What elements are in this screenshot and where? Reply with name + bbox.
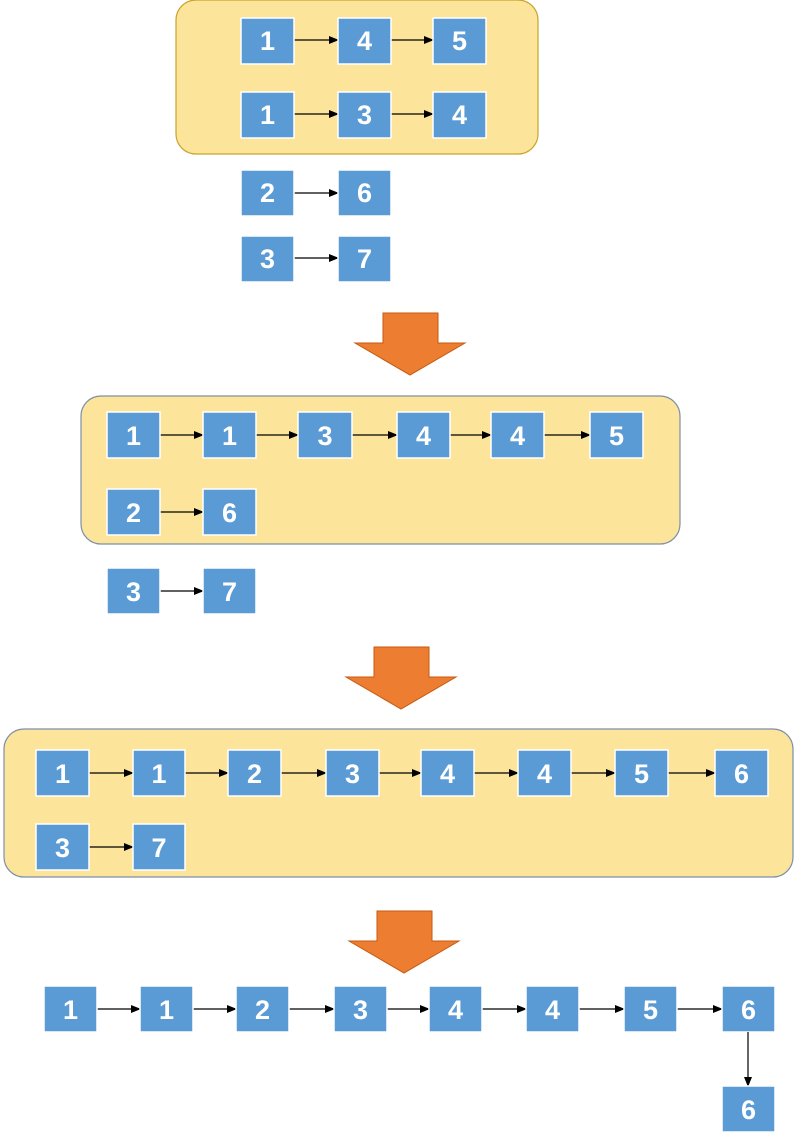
stage1-pending-row: 2 6	[240, 169, 392, 217]
stage3: 1 1 2 3 4 4 5 6 3 7	[35, 749, 769, 871]
svg-text:1: 1	[159, 995, 174, 1025]
svg-text:5: 5	[452, 26, 467, 56]
list-node: 2	[227, 749, 282, 797]
svg-text:4: 4	[440, 759, 455, 789]
down-arrow-1	[353, 312, 467, 376]
svg-text:4: 4	[545, 995, 560, 1025]
svg-text:5: 5	[634, 759, 649, 789]
svg-text:3: 3	[260, 244, 275, 274]
list-node: 6	[202, 488, 257, 536]
svg-text:6: 6	[741, 1095, 756, 1125]
svg-text:6: 6	[741, 995, 756, 1025]
svg-text:3: 3	[345, 759, 360, 789]
svg-text:6: 6	[222, 498, 237, 528]
svg-text:7: 7	[357, 244, 372, 274]
down-arrow-3	[347, 910, 461, 974]
list-node: 4	[420, 749, 475, 797]
svg-text:1: 1	[260, 100, 275, 130]
stage1-list-row: 1 4 5	[240, 17, 487, 65]
svg-text:2: 2	[260, 178, 275, 208]
list-node: 3	[325, 749, 380, 797]
list-node: 3	[297, 411, 353, 459]
svg-text:1: 1	[126, 421, 141, 451]
list-node: 1	[35, 749, 90, 797]
list-node: 4	[428, 985, 483, 1033]
svg-text:6: 6	[734, 759, 749, 789]
list-node: 4	[337, 17, 392, 65]
list-node: 5	[614, 749, 669, 797]
list-node: 5	[589, 411, 644, 459]
svg-text:4: 4	[448, 995, 463, 1025]
list-node: 7	[337, 235, 392, 283]
stage1: 1 4 5 1 3 4 2 6 3 7	[240, 17, 487, 283]
list-node: 3	[337, 91, 392, 139]
list-node: 4	[490, 411, 545, 459]
svg-text:3: 3	[317, 421, 332, 451]
list-node: 5	[432, 17, 487, 65]
stage1-pending-row: 3 7	[240, 235, 392, 283]
final-list-row: 1 1 2 3 4 4 5 6	[43, 985, 776, 1033]
svg-text:3: 3	[353, 995, 368, 1025]
svg-text:4: 4	[416, 421, 431, 451]
svg-text:2: 2	[255, 995, 270, 1025]
down-arrow-2	[344, 646, 458, 710]
list-node: 4	[432, 91, 487, 139]
stage3-list-row: 1 1 2 3 4 4 5 6	[35, 749, 769, 797]
list-node: 2	[106, 488, 161, 536]
svg-text:3: 3	[55, 833, 70, 863]
list-node: 1	[132, 749, 186, 797]
list-node: 6	[337, 169, 392, 217]
list-node: 3	[106, 567, 161, 615]
list-node: 6	[714, 749, 769, 797]
svg-text:6: 6	[357, 178, 372, 208]
tail-node: 6	[721, 1085, 776, 1133]
svg-text:4: 4	[510, 421, 525, 451]
list-node: 4	[396, 411, 451, 459]
list-node: 4	[517, 749, 572, 797]
svg-text:4: 4	[537, 759, 552, 789]
stage1-list-row: 1 3 4	[240, 91, 487, 139]
svg-text:4: 4	[452, 100, 467, 130]
list-node: 3	[240, 235, 295, 283]
list-node: 1	[202, 411, 257, 459]
svg-text:5: 5	[609, 421, 624, 451]
svg-text:5: 5	[643, 995, 658, 1025]
list-node: 1	[240, 17, 295, 65]
stage3-merged-group	[3, 728, 794, 878]
svg-text:1: 1	[222, 421, 237, 451]
svg-text:7: 7	[222, 577, 237, 607]
stage2-list-row: 1 1 3 4 4 5	[106, 411, 644, 459]
svg-text:3: 3	[357, 100, 372, 130]
svg-text:7: 7	[151, 833, 166, 863]
stage2-list-row: 2 6	[106, 488, 257, 536]
svg-text:1: 1	[151, 759, 166, 789]
list-node: 7	[202, 567, 257, 615]
stage2: 1 1 3 4 4 5 2 6 3 7	[106, 411, 644, 615]
stage3-list-row: 3 7	[35, 823, 186, 871]
svg-text:2: 2	[126, 498, 141, 528]
stage2-pending-row: 3 7	[106, 567, 257, 615]
svg-text:4: 4	[357, 26, 372, 56]
list-node: 5	[623, 985, 678, 1033]
list-node: 1	[43, 985, 98, 1033]
list-node: 1	[106, 411, 161, 459]
svg-text:1: 1	[55, 759, 70, 789]
list-node: 1	[139, 985, 194, 1033]
list-node: 6	[721, 985, 776, 1033]
list-node: 3	[35, 823, 90, 871]
list-node: 1	[240, 91, 295, 139]
svg-text:3: 3	[126, 577, 141, 607]
list-node: 3	[333, 985, 388, 1033]
list-node: 2	[240, 169, 295, 217]
final-result: 1 1 2 3 4 4 5 6 6	[43, 985, 776, 1133]
svg-text:2: 2	[247, 759, 262, 789]
list-node: 7	[132, 823, 186, 871]
svg-text:1: 1	[260, 26, 275, 56]
list-node: 2	[235, 985, 290, 1033]
list-node: 4	[525, 985, 580, 1033]
svg-text:1: 1	[63, 995, 78, 1025]
